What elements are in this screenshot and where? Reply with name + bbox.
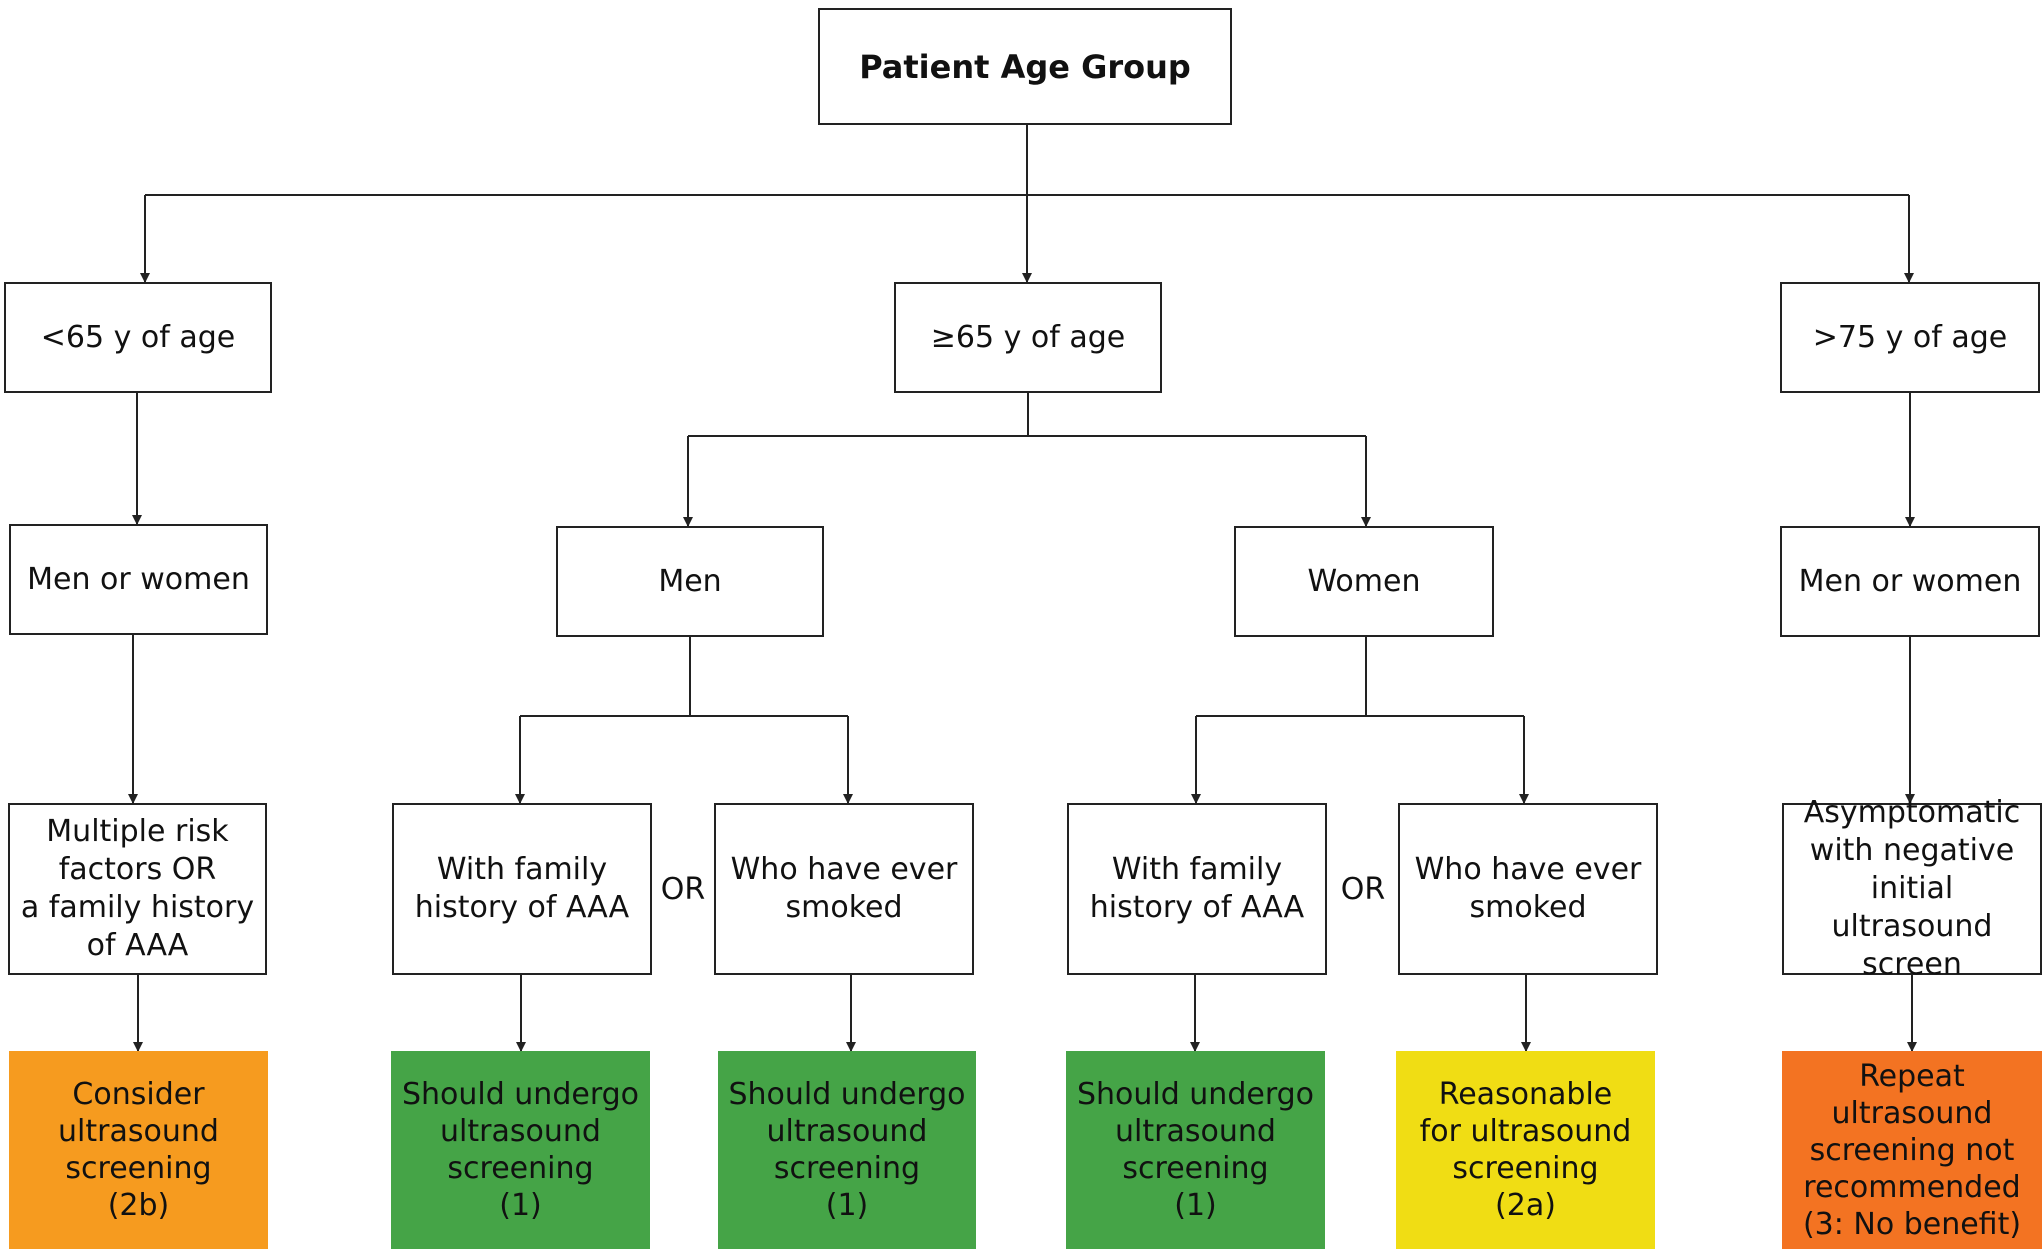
outcome-reasonable-screening: Reasonable for ultrasound screening (2a) (1396, 1051, 1655, 1249)
outcome-label: Consider ultrasound screening (2b) (58, 1077, 219, 1223)
criteria-women-family-history: With family history of AAA (1067, 803, 1327, 975)
criteria-label: Who have ever smoked (730, 852, 958, 925)
sex-group-label: Women (1307, 563, 1421, 599)
or-label-women: OR (1340, 872, 1386, 907)
criteria-label: Asymptomatic with negative initial ultra… (1803, 795, 2021, 982)
sex-group-men-or-women-over-75: Men or women (1780, 526, 2040, 637)
criteria-men-ever-smoked: Who have ever smoked (714, 803, 974, 975)
age-group-65-and-over: ≥65 y of age (894, 282, 1162, 393)
outcome-label: Reasonable for ultrasound screening (2a) (1419, 1077, 1632, 1223)
sex-group-label: Men or women (27, 561, 250, 597)
criteria-multiple-risk-factors: Multiple risk factors OR a family histor… (8, 803, 267, 975)
sex-group-label: Men (658, 563, 722, 599)
age-group-under-65: <65 y of age (4, 282, 272, 393)
criteria-men-family-history: With family history of AAA (392, 803, 652, 975)
sex-group-men: Men (556, 526, 824, 637)
age-group-label: >75 y of age (1812, 319, 2008, 355)
outcome-should-undergo-women-family: Should undergo ultrasound screening (1) (1066, 1051, 1325, 1249)
age-group-label: <65 y of age (40, 319, 236, 355)
root-node-patient-age-group: Patient Age Group (818, 8, 1232, 125)
outcome-repeat-not-recommended: Repeat ultrasound screening not recommen… (1782, 1051, 2042, 1249)
age-group-label: ≥65 y of age (930, 319, 1126, 355)
criteria-label: With family history of AAA (1089, 852, 1305, 925)
outcome-should-undergo-men-family: Should undergo ultrasound screening (1) (391, 1051, 650, 1249)
sex-group-women: Women (1234, 526, 1494, 637)
outcome-should-undergo-men-smoked: Should undergo ultrasound screening (1) (718, 1051, 976, 1249)
or-label-men: OR (660, 872, 706, 907)
criteria-asymptomatic-negative-screen: Asymptomatic with negative initial ultra… (1782, 795, 2042, 982)
outcome-label: Should undergo ultrasound screening (1) (401, 1077, 640, 1223)
sex-group-men-or-women-under-65: Men or women (9, 524, 268, 635)
outcome-label: Should undergo ultrasound screening (1) (728, 1077, 966, 1223)
sex-group-label: Men or women (1798, 563, 2022, 599)
criteria-label: With family history of AAA (414, 852, 630, 925)
outcome-label: Repeat ultrasound screening not recommen… (1802, 1058, 2022, 1242)
criteria-label: Who have ever smoked (1414, 852, 1642, 925)
age-group-over-75: >75 y of age (1780, 282, 2040, 393)
outcome-consider-screening: Consider ultrasound screening (2b) (9, 1051, 268, 1249)
outcome-label: Should undergo ultrasound screening (1) (1076, 1077, 1315, 1223)
root-label: Patient Age Group (859, 47, 1191, 86)
criteria-label: Multiple risk factors OR a family histor… (20, 814, 255, 963)
criteria-women-ever-smoked: Who have ever smoked (1398, 803, 1658, 975)
